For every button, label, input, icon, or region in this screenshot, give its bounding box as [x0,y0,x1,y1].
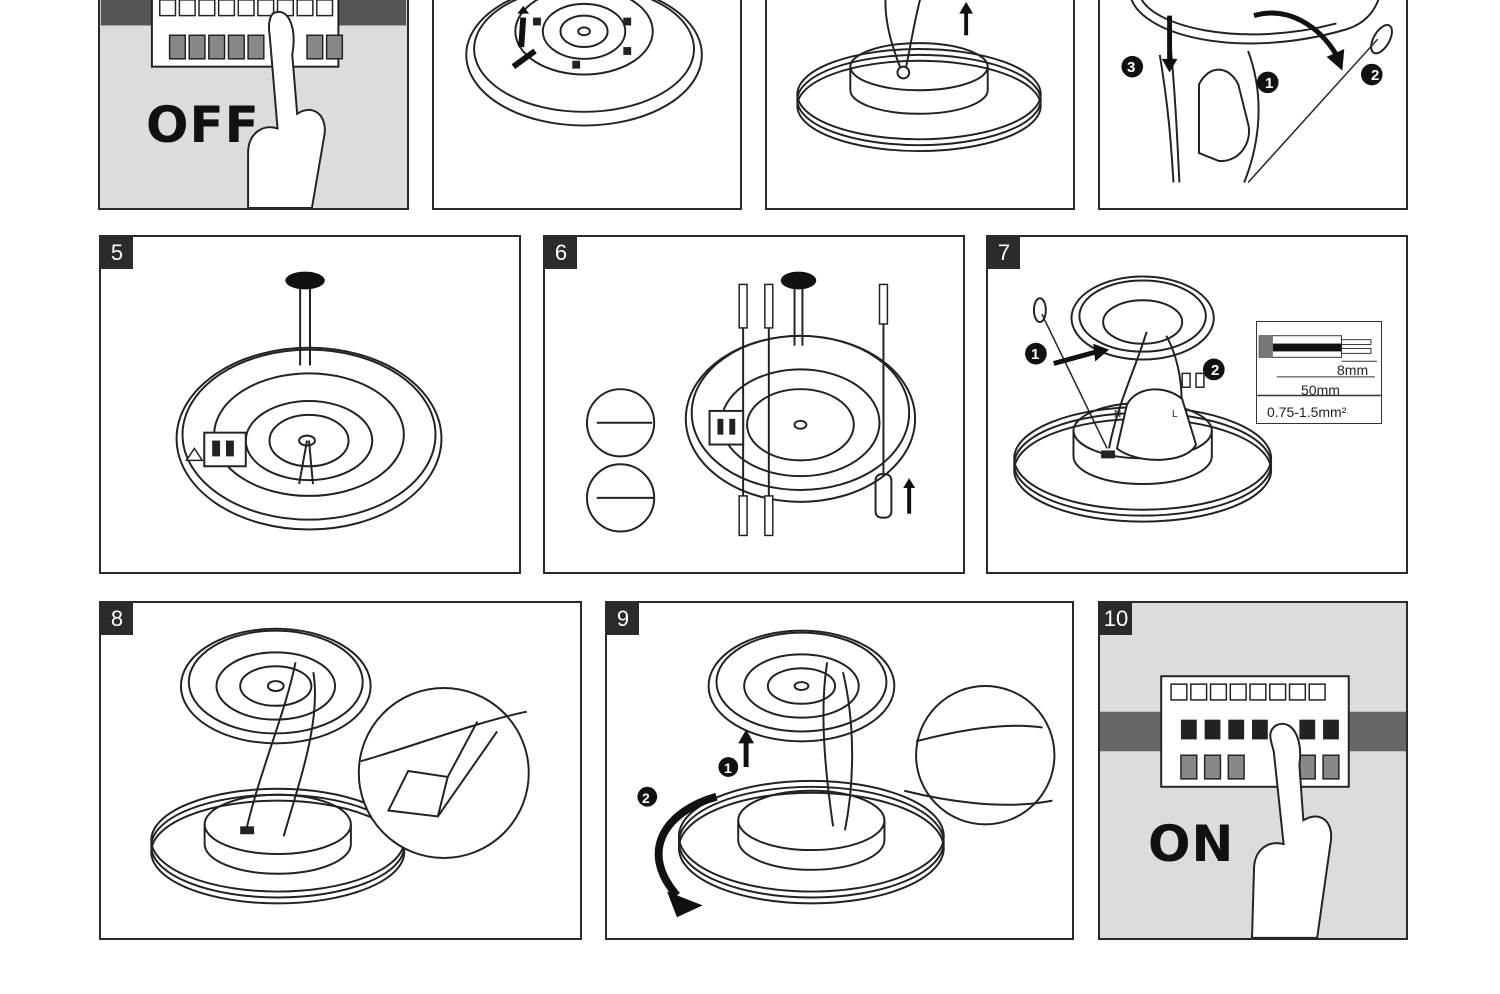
step-4-panel: 3 1 2 [1098,0,1408,210]
step-number: 7 [988,237,1020,269]
off-label: OFF [146,96,260,154]
breaker-off-illustration [100,0,407,208]
callout-2: 2 [642,790,650,806]
callout-1: 1 [1265,75,1274,92]
step-3-panel [765,0,1075,210]
terminal-label-l: L [1172,409,1178,420]
step-number: 9 [607,603,639,635]
callout-3: 3 [1127,59,1136,76]
step-2-panel [432,0,742,210]
step-1-panel: OFF [98,0,409,210]
step-8-panel: 8 [99,601,582,940]
strip-length-label: 8mm [1337,362,1369,378]
wire-routing-illustration [796,0,1042,153]
step-number: 10 [1100,603,1132,635]
callout-2: 2 [1371,67,1380,84]
connect-wires-illustration [1013,275,1273,523]
terminal-label-n: N [1114,409,1122,420]
wire-strip-diagram [1257,335,1381,397]
step-number: 5 [101,237,133,269]
on-label: ON [1148,815,1235,873]
screw-fixing-illustration [586,271,917,537]
attach-cover-illustration [637,629,1056,918]
callout-1: 1 [724,760,732,776]
base-plate-illustration [465,0,703,127]
step-number: 6 [545,237,577,269]
step-10-panel: 10 ON [1098,601,1408,940]
step-6-panel: 6 [543,235,965,574]
disconnect-wires-illustration [1121,0,1393,183]
cross-section-label: 0.75-1.5mm² [1267,404,1347,420]
wire-length-label: 50mm [1301,382,1340,398]
terminal-connection-illustration [150,627,530,905]
callout-1: 1 [1031,346,1040,363]
mount-base-illustration [175,271,443,531]
wire-spec-box: 8mm 50mm 0.75-1.5mm² [1256,321,1382,424]
breaker-on-illustration [1100,675,1406,938]
step-5-panel: 5 [99,235,521,574]
callout-2: 2 [1211,362,1220,379]
step-9-panel: 9 1 2 [605,601,1074,940]
step-number: 8 [101,603,133,635]
